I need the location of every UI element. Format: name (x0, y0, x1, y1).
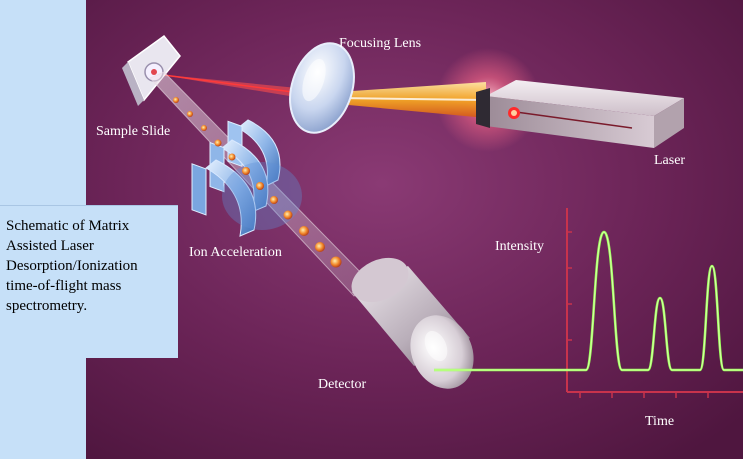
focusing-lens-label: Focusing Lens (339, 36, 422, 51)
ion-acceleration-label: Ion Acceleration (189, 245, 282, 260)
caption-text: Schematic of Matrix Assisted Laser Desor… (6, 218, 138, 314)
focusing-lens-icon (289, 42, 355, 134)
intensity-axis-label: Intensity (495, 239, 544, 254)
diagram-background (86, 0, 743, 459)
mass-spectrum (434, 208, 743, 398)
laser-label: Laser (654, 153, 686, 168)
time-axis-label: Time (645, 414, 675, 429)
ion-particles (173, 97, 342, 268)
detector-label: Detector (318, 377, 367, 392)
caption-panel: Schematic of Matrix Assisted Laser Desor… (0, 205, 178, 358)
laser-icon (476, 80, 684, 148)
sample-slide-label: Sample Slide (96, 124, 171, 139)
ion-acceleration-icon (191, 119, 302, 237)
